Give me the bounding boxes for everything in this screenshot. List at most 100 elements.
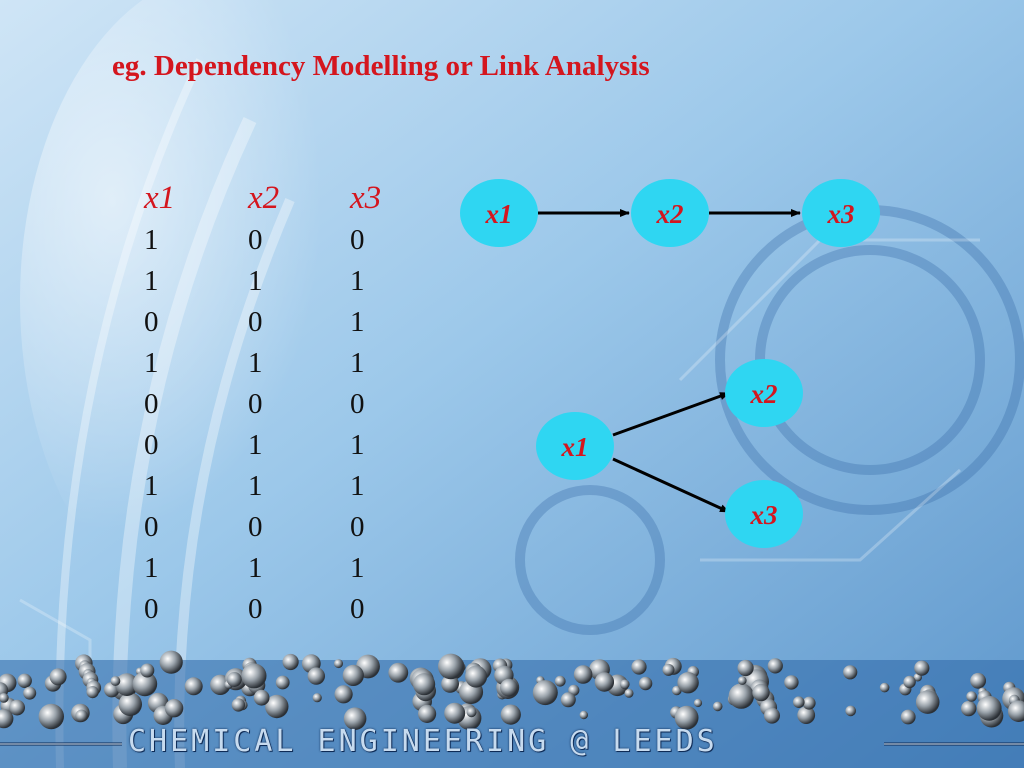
edge-x1-x2 [612,391,730,437]
decorative-bead [413,673,436,696]
decorative-bead [737,659,754,677]
decorative-bead [915,690,940,714]
decorative-bead [693,698,703,708]
table-cell: 0 [350,388,365,420]
decorative-bead [767,658,783,674]
table-cell: 0 [144,511,159,543]
table-cell: 1 [248,429,263,461]
decorative-bead [797,706,816,724]
column-x1: x1 1 1 0 1 0 0 1 0 1 0 [144,178,204,630]
decorative-bead [802,696,816,710]
decorative-bead [0,709,14,729]
decorative-bead [465,665,488,688]
decorative-bead [418,704,437,724]
column-header: x2 [248,180,280,216]
decorative-bead [312,693,322,703]
decorative-bead [253,689,270,706]
column-header: x3 [350,180,382,216]
decorative-bead [579,710,588,720]
decorative-bead [334,659,343,669]
node-label: x3 [827,199,855,229]
decorative-bead [86,686,99,699]
column-header: x1 [144,180,176,216]
decorative-bead [1007,700,1024,722]
decorative-bead [118,692,142,716]
decorative-bead [620,679,630,690]
decorative-bead [976,695,1002,721]
decorative-bead [438,653,464,680]
table-cell: 1 [248,552,263,584]
decorative-bead [23,686,37,700]
node-x3: x3 [725,480,803,548]
decorative-bead [115,673,139,696]
table-cell: 1 [248,470,263,502]
decorative-bead [903,675,916,689]
table-cell: 1 [350,429,365,461]
decorative-bead [132,671,158,697]
decorative-bead [500,678,518,697]
table-cell: 1 [350,347,365,379]
table-cell: 1 [248,265,263,297]
node-label: x2 [750,379,778,409]
decorative-bead [38,703,64,730]
node-x3: x3 [802,179,880,247]
decorative-bead [662,663,675,676]
decorative-bead [879,682,890,693]
decorative-bead [231,698,246,712]
table-cell: 0 [144,306,159,338]
column-x2: x2 0 1 0 1 0 1 1 0 1 0 [248,178,308,630]
decorative-bead [961,700,977,717]
table-cell: 0 [350,511,365,543]
decorative-bead [793,696,805,708]
decorative-bead [532,680,558,706]
table-cell: 1 [144,265,159,297]
table-cell: 0 [248,306,263,338]
node-x2: x2 [631,179,709,247]
decorative-bead [966,691,977,702]
table-cell: 1 [144,470,159,502]
decorative-bead [0,693,9,703]
table-cell: 1 [350,470,365,502]
table-cell: 0 [248,224,263,256]
decorative-bead [631,659,647,675]
decorative-bead [388,662,409,683]
decorative-bead [466,707,477,718]
decorative-bead [738,676,747,685]
decorative-bead [110,676,121,686]
decorative-bead [75,709,88,722]
table-cell: 0 [248,388,263,420]
decorative-bead [226,672,242,687]
table-cell: 0 [144,429,159,461]
decorative-bead [184,677,203,696]
decorative-bead [624,688,634,698]
table-cell: 1 [144,552,159,584]
decorative-bead [784,675,799,690]
node-label: x2 [656,199,684,229]
decorative-bead [970,672,986,689]
chain-diagram: x1 x2 x3 [460,179,880,247]
decorative-bead [638,676,653,691]
table-cell: 1 [144,347,159,379]
decorative-bead [674,705,699,730]
node-label: x1 [561,432,589,462]
decorative-bead [441,675,459,693]
table-cell: 1 [350,306,365,338]
decorative-bead [843,665,858,680]
decorative-bead [914,660,930,676]
decorative-bead [164,699,184,718]
decorative-bead [560,692,576,708]
table-cell: 0 [144,388,159,420]
decorative-bead [444,702,466,724]
column-x3: x3 0 1 1 1 0 1 1 0 1 0 [350,178,410,630]
decorative-bead [9,699,25,716]
decorative-bead [554,675,566,687]
footer-label: CHEMICAL ENGINEERING @ LEEDS [128,724,718,759]
decorative-bead [307,667,325,685]
table-cell: 1 [144,224,159,256]
table-cell: 0 [144,593,159,625]
decorative-bead [900,709,916,725]
decorative-bead [342,664,364,687]
edge-x1-x3 [612,457,730,514]
